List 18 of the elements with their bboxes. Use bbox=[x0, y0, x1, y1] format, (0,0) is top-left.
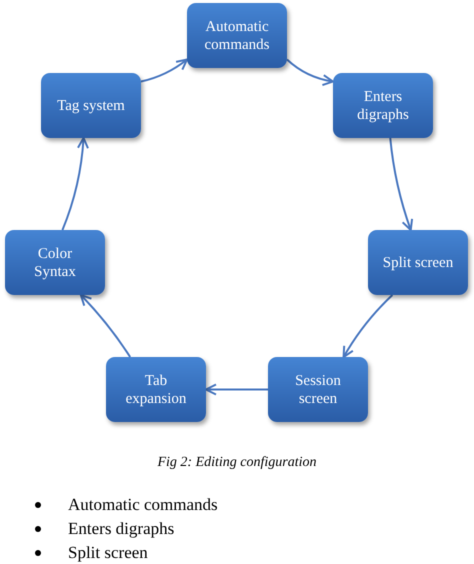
arrow bbox=[205, 384, 268, 396]
arrow bbox=[389, 138, 414, 231]
process-box: Automatic commands bbox=[187, 3, 287, 68]
arrow bbox=[140, 58, 188, 82]
process-box: Tag system bbox=[41, 73, 141, 138]
list-item: Automatic commands bbox=[68, 494, 218, 516]
process-box: Session screen bbox=[268, 357, 368, 422]
arrow bbox=[80, 294, 131, 358]
process-box: Enters digraphs bbox=[333, 73, 433, 138]
list-item: Split screen bbox=[68, 542, 148, 564]
process-box: Tab expansion bbox=[106, 357, 206, 422]
arrow bbox=[62, 137, 89, 230]
figure-caption: Fig 2: Editing configuration bbox=[156, 454, 318, 472]
process-box: Color Syntax bbox=[5, 230, 105, 295]
arrow bbox=[286, 58, 334, 86]
list-item: Enters digraphs bbox=[68, 518, 174, 540]
arrow bbox=[342, 294, 394, 358]
process-box: Split screen bbox=[368, 230, 468, 295]
